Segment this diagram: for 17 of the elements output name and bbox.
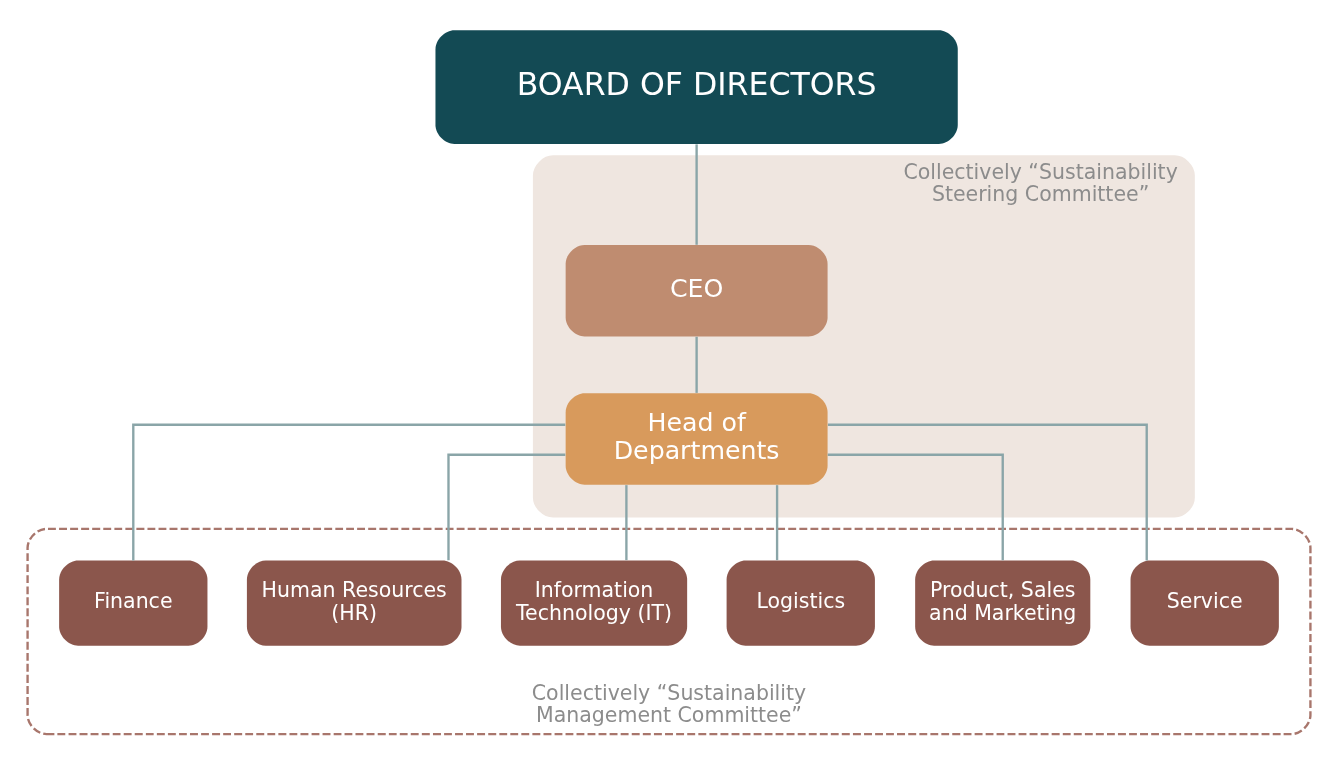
connector (775, 484, 779, 560)
node-box: CEO (565, 244, 828, 336)
connector (828, 423, 1148, 560)
node-box: Human Resources (HR) (246, 560, 462, 646)
connector (695, 336, 698, 393)
node-box: Head of Departments (565, 392, 828, 485)
node-box: BOARD OF DIRECTORS (435, 29, 958, 144)
node-box: Service (1130, 560, 1279, 646)
node-box: Logistics (726, 560, 875, 646)
connector (695, 143, 698, 245)
connector (447, 453, 566, 560)
connector (827, 453, 1004, 560)
node-box: Finance (59, 560, 208, 646)
connector (132, 423, 566, 560)
connector (625, 484, 628, 560)
node-box: Information Technology (IT) (500, 560, 688, 646)
node-box: Product, Sales and Marketing (915, 560, 1091, 646)
